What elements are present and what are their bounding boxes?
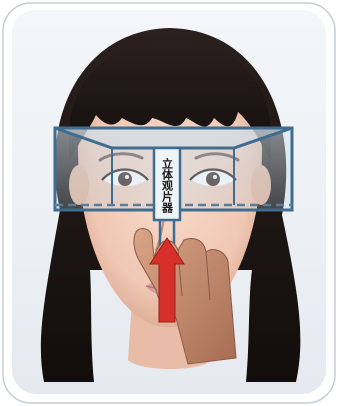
viewer-label: 立体观片器 — [154, 153, 180, 217]
